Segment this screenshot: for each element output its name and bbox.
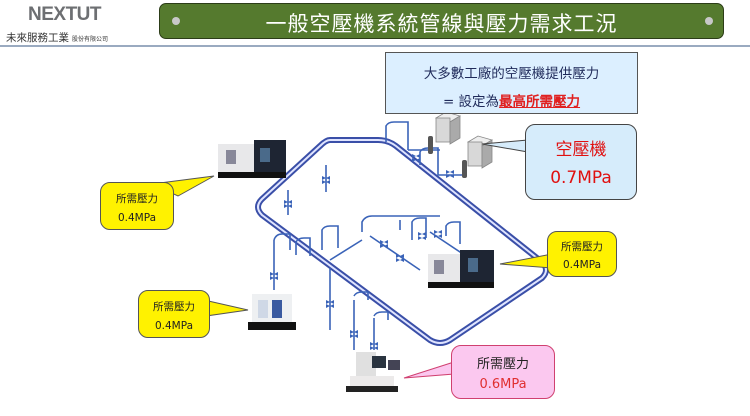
compressor-unit bbox=[467, 135, 493, 169]
filter-icon bbox=[428, 136, 433, 154]
main-loop-pipe bbox=[255, 137, 549, 346]
compressor-label: 空壓機 bbox=[555, 140, 607, 160]
machine-pressure: 0.6MPa bbox=[479, 377, 527, 392]
banner-dot-left bbox=[172, 17, 180, 25]
info-line2: = 設定為最高所需壓力 bbox=[386, 90, 637, 110]
machine-callout-bottom: 所需壓力 0.6MPa bbox=[451, 345, 555, 399]
callout-pointer bbox=[499, 253, 553, 269]
info-line2-prefix: = 設定為 bbox=[442, 94, 500, 110]
info-line1: 大多數工廠的空壓機提供壓力 bbox=[423, 66, 600, 82]
title-banner: 一般空壓機系統管線與壓力需求工況 bbox=[159, 3, 724, 39]
callout-pointer bbox=[403, 361, 455, 379]
logo-company-name: 未來服務工業 bbox=[6, 32, 69, 44]
machine-label: 所需壓力 bbox=[476, 357, 529, 372]
machine-pressure: 0.4MPa bbox=[154, 320, 194, 332]
valve-icon bbox=[326, 300, 334, 308]
valve-icon bbox=[434, 230, 442, 238]
filter-icon bbox=[462, 160, 467, 178]
machine-pressure: 0.4MPa bbox=[117, 212, 157, 224]
valve-icon bbox=[418, 232, 426, 240]
branch-lines bbox=[273, 121, 467, 350]
machine-label: 所需壓力 bbox=[153, 301, 195, 313]
cnc-machine-left bbox=[248, 294, 296, 330]
valve-icon bbox=[412, 154, 420, 162]
machine-label: 所需壓力 bbox=[561, 241, 603, 253]
valve-icon bbox=[350, 330, 358, 338]
valve-icon bbox=[380, 240, 388, 248]
machine-pressure: 0.4MPa bbox=[562, 259, 602, 271]
valve-icon bbox=[284, 200, 292, 208]
valves bbox=[270, 154, 454, 350]
page-title: 一般空壓機系統管線與壓力需求工況 bbox=[265, 12, 618, 36]
machine-label: 所需壓力 bbox=[116, 193, 158, 205]
logo-company: 未來服務工業股份有限公司 bbox=[6, 30, 108, 45]
compressor-callout: 空壓機 0.7MPa bbox=[525, 124, 637, 200]
info-line2-highlight: 最高所需壓力 bbox=[499, 94, 581, 110]
compressor-pressure: 0.7MPa bbox=[550, 168, 612, 188]
valve-icon bbox=[270, 272, 278, 280]
edm-machine-bottom bbox=[346, 352, 400, 392]
machine-callout-right: 所需壓力 0.4MPa bbox=[547, 231, 617, 277]
logo-company-suffix: 股份有限公司 bbox=[72, 36, 109, 43]
header-divider bbox=[0, 45, 750, 47]
callout-pointer bbox=[203, 299, 249, 317]
company-logo: NEXTUT 未來服務工業股份有限公司 bbox=[6, 2, 156, 44]
valve-icon bbox=[396, 254, 404, 262]
valve-icon bbox=[322, 176, 330, 184]
machine-callout-left: 所需壓力 0.4MPa bbox=[138, 290, 210, 338]
cnc-machine-right bbox=[428, 250, 494, 288]
compressor-unit bbox=[435, 111, 461, 145]
valve-icon bbox=[370, 342, 378, 350]
cnc-machine-top-left bbox=[218, 140, 286, 178]
valve-icon bbox=[446, 170, 454, 178]
info-note: 大多數工廠的空壓機提供壓力 = 設定為最高所需壓力 bbox=[385, 52, 638, 114]
machine-callout-top-left: 所需壓力 0.4MPa bbox=[100, 182, 174, 230]
logo-brand: NEXTUT bbox=[28, 4, 102, 25]
banner-dot-right bbox=[705, 17, 713, 25]
